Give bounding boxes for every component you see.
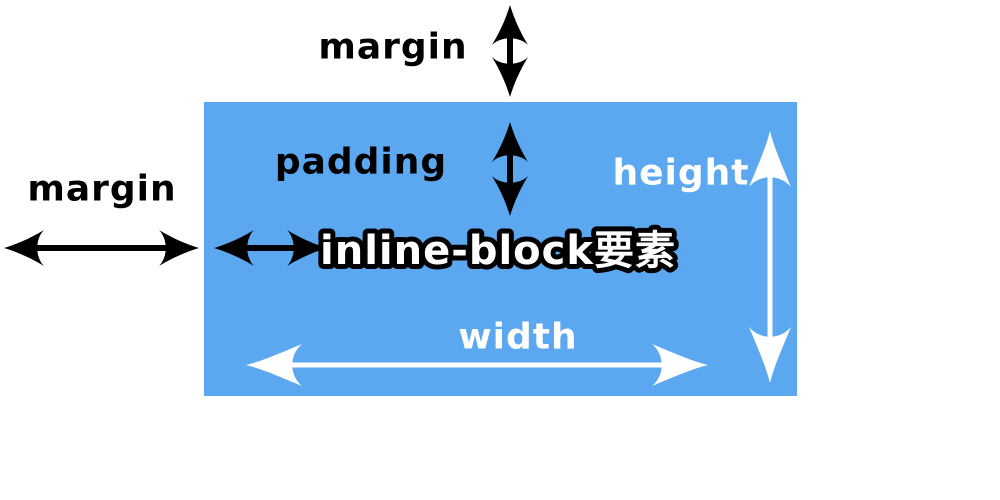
margin-left-arrow [4,230,199,266]
margin-left-label: margin [27,168,177,210]
margin-top-label: margin [318,26,468,68]
height-arrow [749,131,791,383]
width-label: width [458,316,578,358]
element-label: inline-block要素 [320,228,676,274]
padding-label: padding [274,141,448,183]
padding-left-arrow [214,230,327,266]
padding-top-arrow [492,122,528,216]
margin-top-arrow [492,5,528,97]
width-arrow [246,344,708,386]
height-label: height [612,152,750,194]
